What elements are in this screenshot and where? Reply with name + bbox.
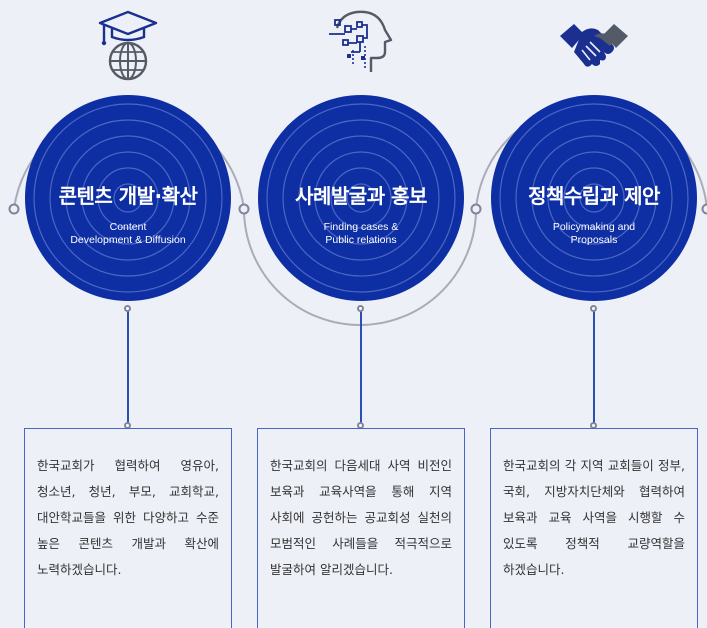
description-box: 한국교회의 각 지역 교회들이 정부, 국회, 지방자치단체와 협력하여 보육과… [490, 428, 698, 628]
connector-dot [590, 305, 597, 312]
topic-circle: 정책수립과 제안 Policymaking and Proposals [491, 95, 697, 301]
topic-title: 사례발굴과 홍보 [258, 180, 464, 209]
topic-title: 정책수립과 제안 [491, 180, 697, 209]
column-content-development: 콘텐츠 개발·확산 Content Development & Diffusio… [10, 0, 246, 619]
column-finding-cases: 사례발굴과 홍보 Finding cases & Public relation… [243, 0, 479, 619]
connector-line [127, 310, 129, 426]
description-text: 한국교회가 협력하여 영유아, 청소년, 청년, 부모, 교회학교, 대안학교들… [25, 429, 231, 583]
graduation-globe-icon [88, 6, 168, 86]
column-policymaking: 정책수립과 제안 Policymaking and Proposals 한국교회… [476, 0, 707, 619]
description-text: 한국교회의 다음세대 사역 비전인 보육과 교육사역을 통해 지역 사회에 공헌… [258, 429, 464, 583]
topic-circle: 콘텐츠 개발·확산 Content Development & Diffusio… [25, 95, 231, 301]
description-box: 한국교회의 다음세대 사역 비전인 보육과 교육사역을 통해 지역 사회에 공헌… [257, 428, 465, 628]
topic-subtitle: Policymaking and Proposals [491, 221, 697, 247]
connector-line [360, 310, 362, 426]
connector-line [593, 310, 595, 426]
topic-subtitle: Finding cases & Public relations [258, 221, 464, 247]
connector-dot [357, 305, 364, 312]
topic-subtitle: Content Development & Diffusion [25, 221, 231, 247]
brain-circuit-icon [321, 6, 401, 86]
handshake-icon [554, 6, 634, 86]
topic-title: 콘텐츠 개발·확산 [25, 180, 231, 209]
description-text: 한국교회의 각 지역 교회들이 정부, 국회, 지방자치단체와 협력하여 보육과… [491, 429, 697, 583]
connector-dot [124, 305, 131, 312]
description-box: 한국교회가 협력하여 영유아, 청소년, 청년, 부모, 교회학교, 대안학교들… [24, 428, 232, 628]
topic-circle: 사례발굴과 홍보 Finding cases & Public relation… [258, 95, 464, 301]
